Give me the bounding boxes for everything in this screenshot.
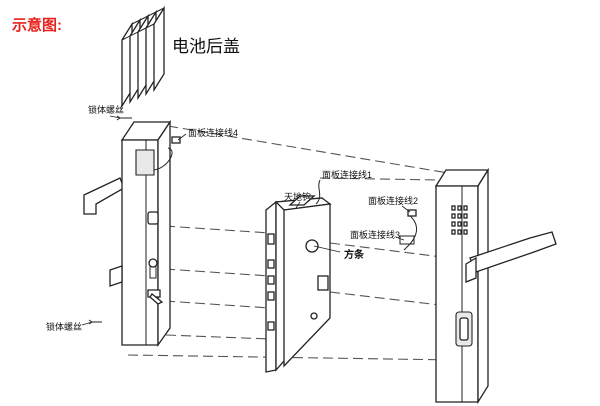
leader-screw-top [109, 115, 121, 119]
front-panel [434, 167, 557, 405]
body-screw-bottom-label: 锁体螺丝 [46, 321, 82, 332]
panel-wire-1-label: 面板连接线1 [322, 169, 372, 180]
leader-screw-bottom [81, 321, 93, 326]
diagram-title: 示意图: [12, 16, 62, 34]
panel-wires-2-3 [399, 209, 417, 251]
lock-body [265, 179, 332, 373]
body-screw-top-label: 锁体螺丝 [88, 104, 124, 115]
panel-wire-4-label: 面板连接线4 [188, 127, 238, 138]
leader-wire-3 [397, 237, 405, 241]
leader-wire-2 [401, 205, 411, 213]
panel-wire-2-label: 面板连接线2 [368, 195, 418, 206]
panel-wire-3-label: 面板连接线3 [350, 229, 400, 240]
keypad [451, 205, 468, 235]
square-bar-label: 方条 [344, 248, 365, 261]
leader-sky-earth-hook [295, 201, 301, 209]
rear-panel [83, 119, 172, 348]
battery-cover [121, 5, 165, 109]
battery-cover-label: 电池后盖 [172, 37, 240, 56]
leader-square-bar [313, 245, 341, 253]
panel-wire-4 [153, 136, 181, 171]
sky-earth-hook-label: 天地钩 [284, 191, 311, 202]
leader-wire-4 [177, 133, 187, 141]
